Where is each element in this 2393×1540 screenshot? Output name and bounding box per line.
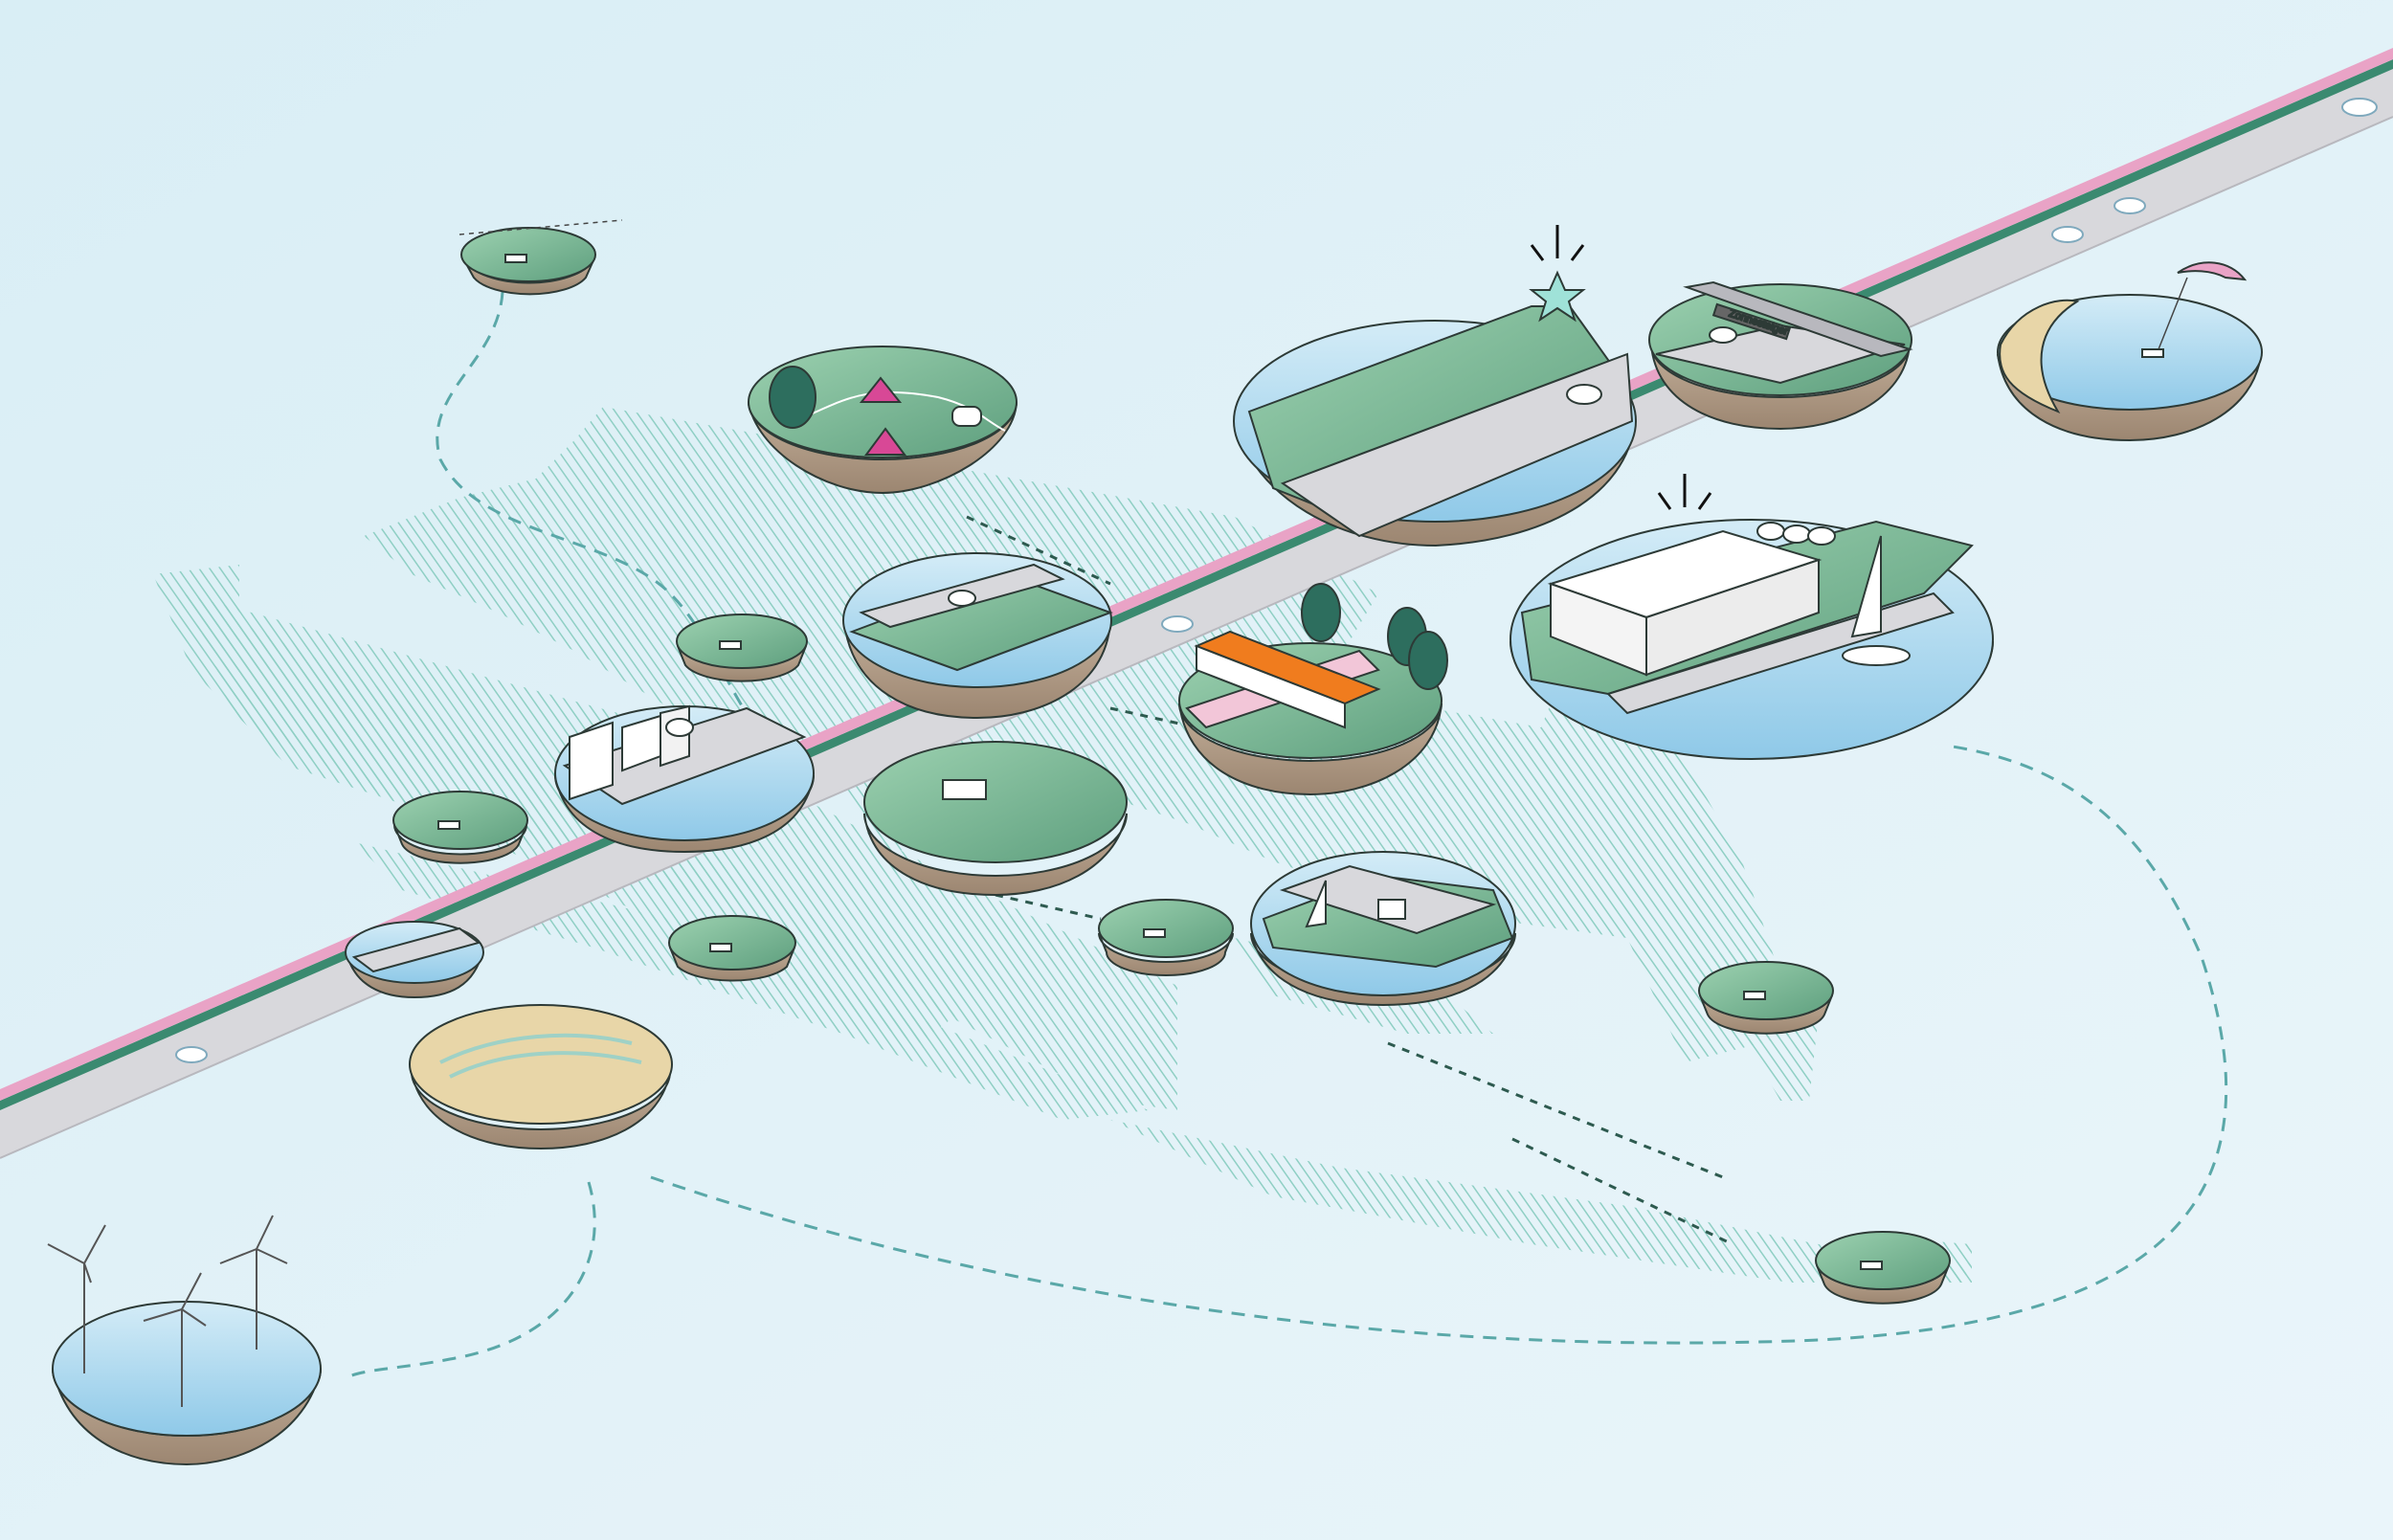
mound-node: [668, 915, 796, 982]
wind-turbine-icon: [47, 1224, 106, 1373]
car-icon: [1807, 526, 1836, 546]
island-dike-lookout: [1233, 225, 1637, 547]
tent-icon: [859, 376, 903, 403]
star-icon: [1529, 225, 1586, 323]
mound-node: [458, 219, 623, 296]
island-lock-crossing: [842, 552, 1113, 720]
kite-icon: [2141, 261, 2248, 358]
car-icon: [2113, 197, 2146, 214]
car-icon: [1782, 524, 1811, 544]
car-icon: [2051, 226, 2084, 243]
car-icon: [1566, 384, 1602, 405]
dashed-routes: [344, 291, 2228, 1380]
island-boat-ferry: [1250, 851, 1516, 1007]
car-icon: [665, 718, 694, 737]
wind-turbine-icon: [219, 1215, 288, 1350]
island-wind-farm: [47, 1215, 322, 1466]
car-icon: [948, 590, 976, 607]
building-icon: [1547, 529, 1823, 677]
house-icon: [1194, 630, 1381, 729]
island-bunker-mound: [863, 741, 1128, 897]
cars: [175, 98, 2378, 1063]
kiosk-icon: [1377, 899, 1406, 920]
mound-node: [1698, 961, 1834, 1035]
mound-node: [1815, 1231, 1951, 1305]
car-icon: [1756, 522, 1785, 541]
island-bridge-crossing: Zonnesteiger: [1648, 280, 1913, 431]
tree-icon: [1408, 631, 1448, 690]
car-icon: [2341, 98, 2378, 117]
bunker-icon: [942, 779, 987, 800]
tree-icon: [769, 366, 816, 429]
tree-icon: [1301, 583, 1341, 642]
car-icon: [1709, 326, 1737, 344]
island-visitor-centre: [1510, 474, 1994, 760]
sailboat-icon: [1305, 880, 1327, 928]
island-salt-marsh: [409, 1004, 673, 1150]
island-camping: [748, 346, 1018, 495]
sailboat-icon: [1842, 535, 1911, 666]
car-icon: [175, 1046, 208, 1063]
marsh-icon: [439, 1033, 642, 1079]
mound-node: [1098, 899, 1234, 976]
island-road-bridge: [345, 921, 484, 999]
small-mounds: [392, 219, 1951, 1305]
island-kite-beach: [1997, 261, 2263, 442]
island-harbour-houses: [1178, 583, 1448, 796]
tent-icon: [864, 427, 906, 456]
car-icon: [1161, 615, 1194, 633]
caravan-icon: [951, 406, 982, 427]
star-burst-icon: [1657, 474, 1712, 510]
wind-turbine-icon: [143, 1272, 207, 1407]
mound-node: [392, 791, 528, 864]
mound-node: [676, 614, 808, 682]
island-urban-quay: [554, 704, 815, 854]
